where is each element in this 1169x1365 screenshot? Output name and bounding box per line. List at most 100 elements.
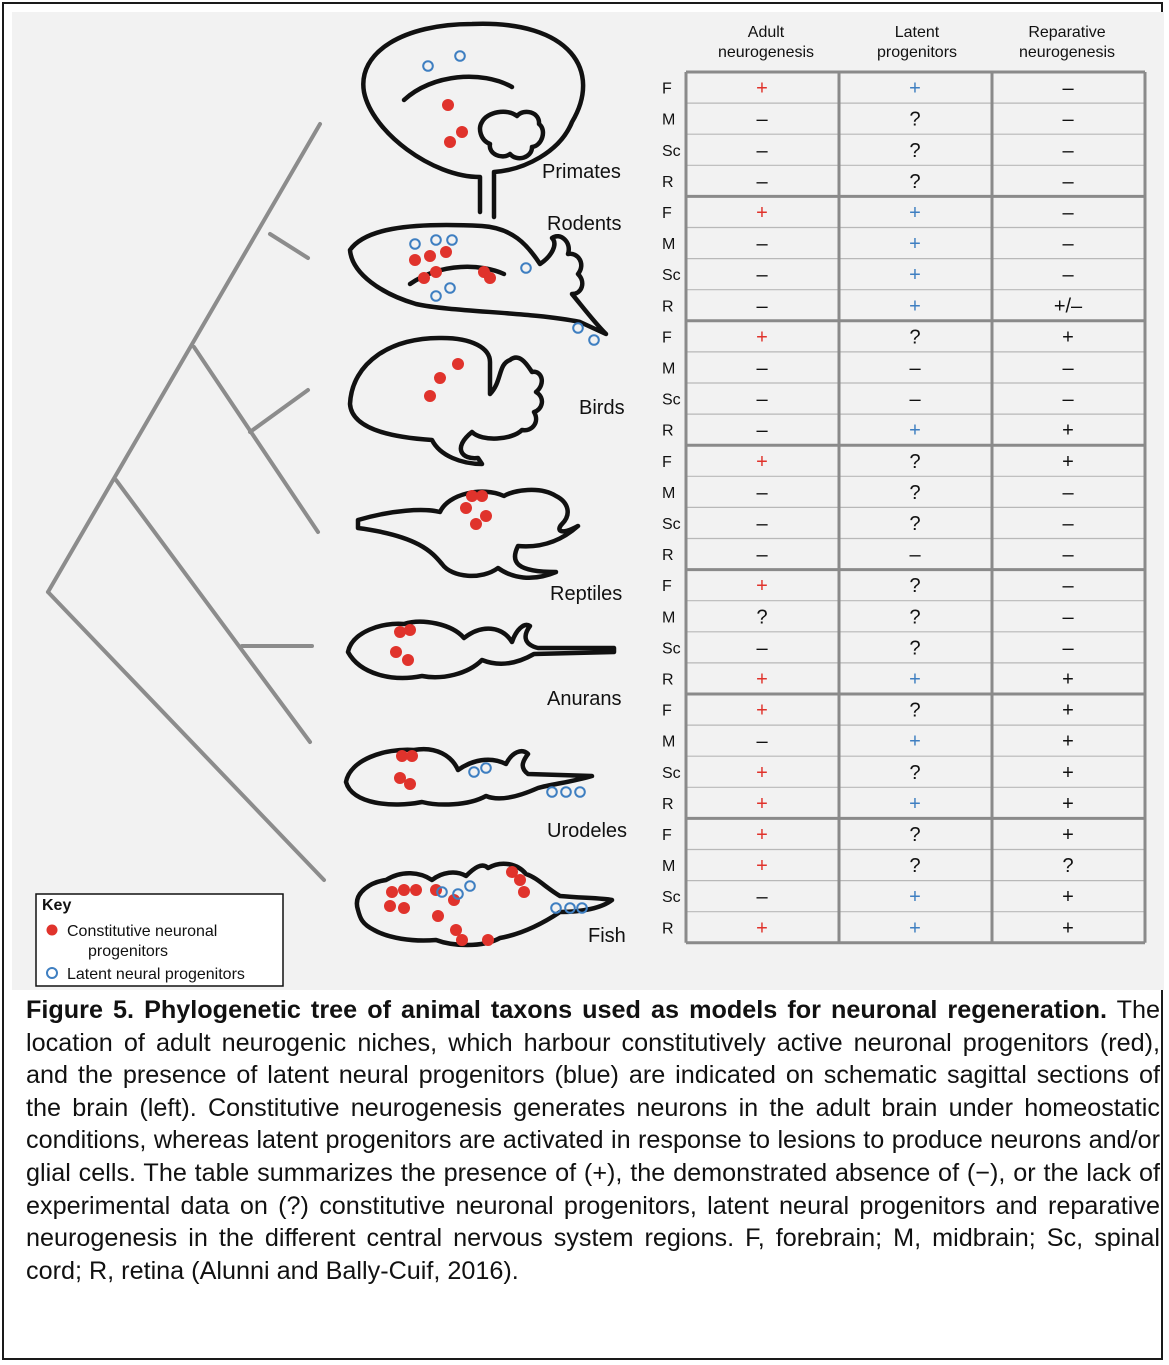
table-cell-value: + — [909, 202, 921, 224]
figure-caption: Figure 5. Phylogenetic tree of animal ta… — [26, 994, 1160, 1287]
table-cell-value: + — [909, 917, 921, 939]
table-cell-value: + — [756, 824, 768, 846]
table-cell-value: – — [756, 295, 768, 317]
table-cell-value: – — [1062, 606, 1074, 628]
table-cell-value: – — [909, 357, 921, 379]
latent-progenitor-ring — [409, 238, 421, 250]
constitutive-progenitor-dot — [452, 358, 464, 370]
col-header-latent-line2: progenitors — [877, 44, 957, 61]
table-cell-value: – — [756, 109, 768, 131]
table-cell-value: – — [756, 389, 768, 411]
table-cell-value: + — [909, 264, 921, 286]
constitutive-progenitor-dot — [470, 518, 482, 530]
constitutive-progenitor-dot — [410, 884, 422, 896]
brain-fish — [354, 861, 615, 948]
table-cell-value: + — [1062, 917, 1074, 939]
table-cell-value: +/– — [1054, 295, 1083, 317]
table-cell-value: ? — [909, 109, 920, 131]
col-header-reparative-line2: neurogenesis — [1019, 44, 1115, 61]
caption-title: Figure 5. Phylogenetic tree of animal ta… — [26, 996, 1107, 1024]
table-cell-value: ? — [909, 762, 920, 784]
table-cell-value: – — [756, 482, 768, 504]
table-cell-value: – — [756, 420, 768, 442]
key-red-dot — [46, 924, 58, 936]
taxon-label-urodeles: Urodeles — [547, 820, 627, 842]
summary-table: F + + – M –? – Sc –? – R –? – F + + – M – + – Sc – + – R – + +/– F +? +… — [662, 70, 1147, 945]
taxon-label-primates: Primates — [542, 161, 621, 183]
constitutive-progenitor-dot — [390, 646, 402, 658]
table-cell-value: – — [1062, 109, 1074, 131]
region-label: F — [662, 578, 672, 595]
brain-urodeles — [343, 746, 595, 807]
table-cell-value: + — [909, 668, 921, 690]
table-cell-value: + — [756, 793, 768, 815]
constitutive-progenitor-dot — [418, 272, 430, 284]
region-label: M — [662, 858, 675, 875]
latent-progenitor-ring — [574, 786, 586, 798]
latent-progenitor-ring — [564, 902, 576, 914]
constitutive-progenitor-dot — [514, 874, 526, 886]
table-cell-value: ? — [909, 575, 920, 597]
figure-area: Primates Rodents Birds Reptiles Anurans … — [12, 12, 1164, 990]
table-cell-value: + — [1062, 326, 1074, 348]
region-label: R — [662, 423, 674, 440]
table-cell-value: + — [909, 793, 921, 815]
region-label: F — [662, 703, 672, 720]
table-cell-value: – — [1062, 389, 1074, 411]
taxon-label-reptiles: Reptiles — [550, 583, 622, 605]
region-label: R — [662, 920, 674, 937]
table-cell-value: – — [756, 140, 768, 162]
constitutive-progenitor-dot — [518, 886, 530, 898]
table-cell-value: – — [756, 731, 768, 753]
constitutive-progenitor-dot — [384, 900, 396, 912]
region-label: R — [662, 796, 674, 813]
constitutive-progenitor-dot — [398, 884, 410, 896]
table-cell-value: – — [756, 637, 768, 659]
region-label: R — [662, 298, 674, 315]
taxon-label-rodents: Rodents — [547, 213, 622, 235]
region-label: F — [662, 454, 672, 471]
table-cell-value: – — [1062, 140, 1074, 162]
constitutive-progenitor-dot — [404, 624, 416, 636]
table-cell-value: – — [756, 233, 768, 255]
region-label: M — [662, 609, 675, 626]
table-cell-value: + — [909, 731, 921, 753]
latent-progenitor-ring — [454, 50, 466, 62]
table-cell-value: – — [1062, 78, 1074, 100]
constitutive-progenitor-dot — [444, 136, 456, 148]
phylogenetic-tree — [46, 122, 326, 882]
table-cell-value: + — [1062, 731, 1074, 753]
taxon-label-fish: Fish — [588, 925, 626, 947]
latent-progenitor-ring — [468, 766, 480, 778]
region-label: F — [662, 81, 672, 98]
latent-progenitor-ring — [452, 888, 464, 900]
region-label: F — [662, 329, 672, 346]
table-cell-value: – — [909, 389, 921, 411]
region-label: M — [662, 485, 675, 502]
region-label: Sc — [662, 640, 681, 657]
region-label: R — [662, 671, 674, 688]
table-cell-value: ? — [909, 700, 920, 722]
constitutive-progenitor-dot — [480, 510, 492, 522]
region-label: M — [662, 360, 675, 377]
latent-progenitor-ring — [480, 762, 492, 774]
taxon-label-anurans: Anurans — [547, 688, 622, 710]
constitutive-progenitor-dot — [396, 750, 408, 762]
table-cell-value: + — [756, 700, 768, 722]
region-label: Sc — [662, 392, 681, 409]
latent-progenitor-ring — [550, 902, 562, 914]
table-cell-value: – — [1062, 513, 1074, 535]
table-cell-value: + — [756, 917, 768, 939]
col-header-latent-line1: Latent — [895, 24, 940, 41]
constitutive-progenitor-dot — [394, 772, 406, 784]
constitutive-progenitor-dot — [409, 254, 421, 266]
table-cell-value: + — [1062, 451, 1074, 473]
brain-primates — [361, 21, 586, 220]
latent-progenitor-ring — [588, 334, 600, 346]
region-label: F — [662, 205, 672, 222]
table-cell-value: + — [1062, 793, 1074, 815]
latent-progenitor-ring — [576, 902, 588, 914]
brain-anurans — [345, 619, 617, 681]
region-label: Sc — [662, 889, 681, 906]
table-cell-value: + — [909, 233, 921, 255]
